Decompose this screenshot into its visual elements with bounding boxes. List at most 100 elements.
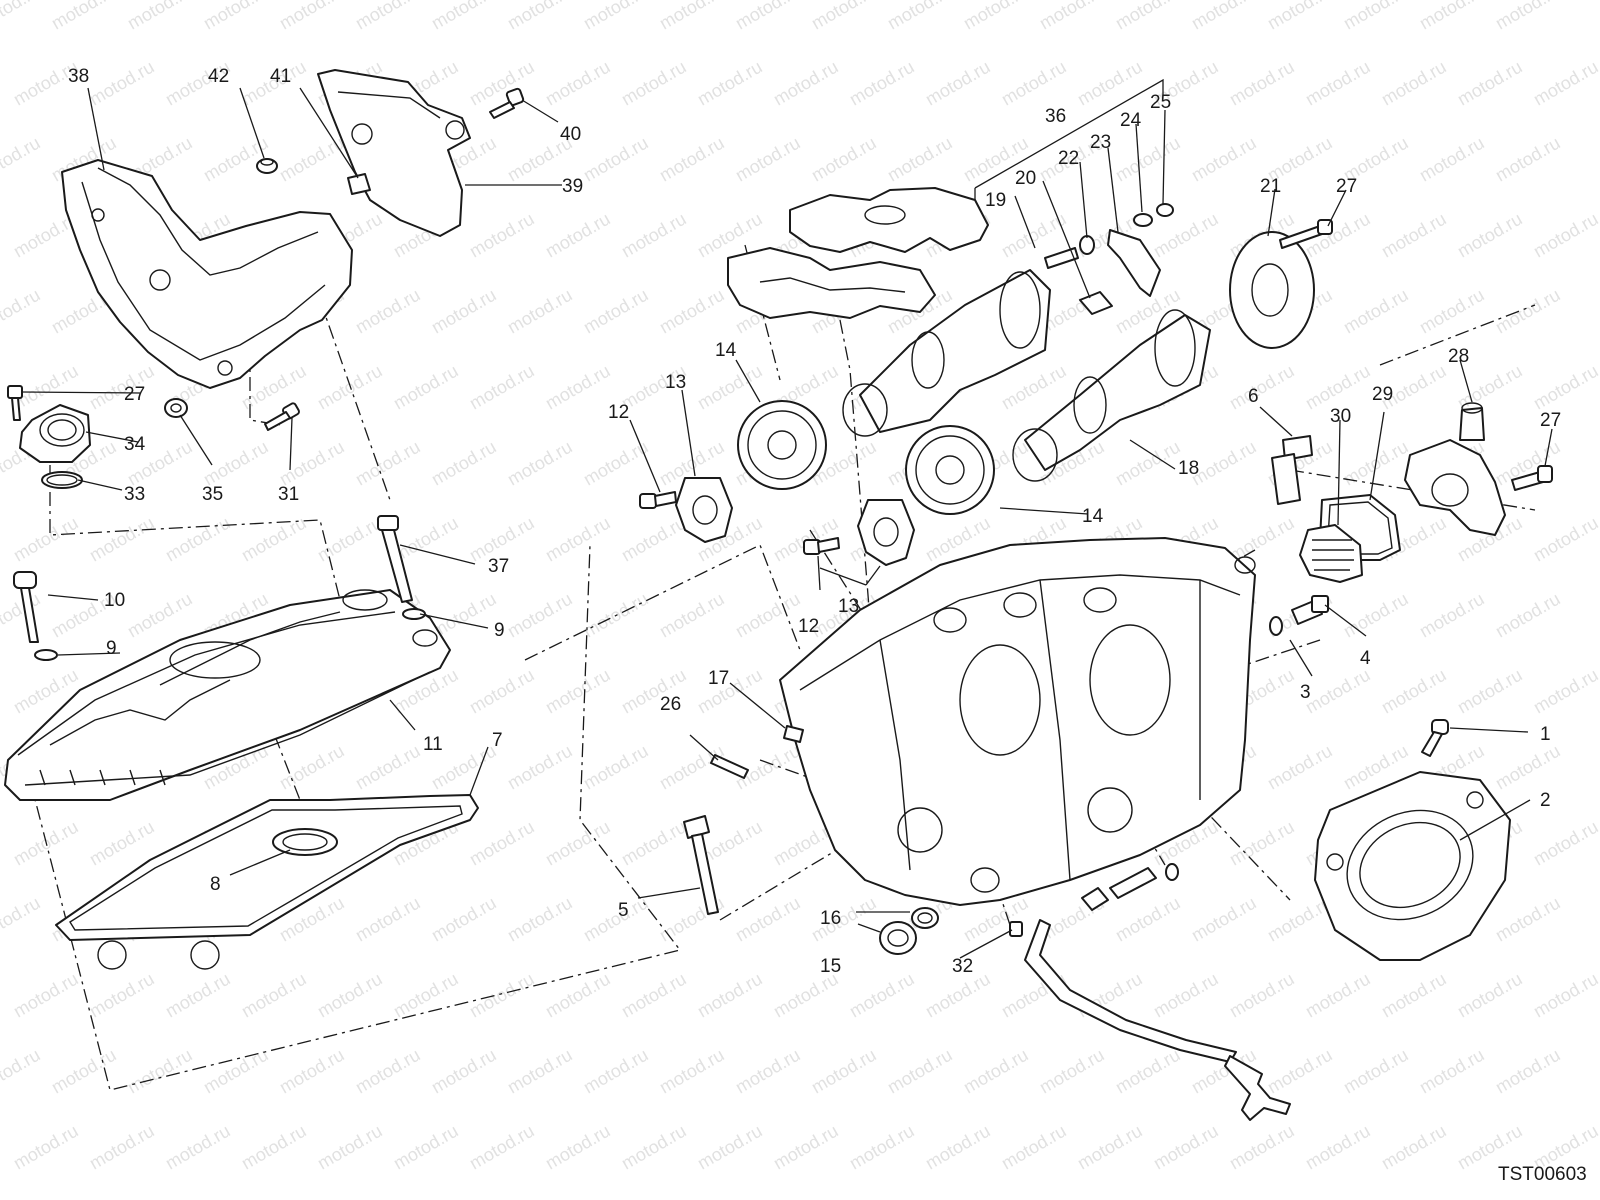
callout-5: 5 bbox=[618, 900, 629, 921]
camshaft-upper bbox=[842, 269, 1051, 437]
watermark-text: motod.ru bbox=[0, 1045, 44, 1098]
watermark-text: motod.ru bbox=[1188, 0, 1260, 33]
watermark-text: motod.ru bbox=[1226, 361, 1298, 414]
callout-34: 34 bbox=[124, 434, 146, 455]
watermark-text: motod.ru bbox=[656, 133, 728, 186]
watermark-text: motod.ru bbox=[618, 1121, 690, 1174]
watermark-text: motod.ru bbox=[1112, 0, 1184, 33]
watermark-text: motod.ru bbox=[48, 0, 120, 33]
watermark-text: motod.ru bbox=[1340, 0, 1412, 33]
gasket-7 bbox=[55, 794, 479, 970]
watermark-text: motod.ru bbox=[808, 133, 880, 186]
watermark-text: motod.ru bbox=[542, 1121, 614, 1174]
watermark-text: motod.ru bbox=[352, 437, 424, 490]
bolt-5 bbox=[683, 815, 719, 915]
watermark-text: motod.ru bbox=[694, 57, 766, 110]
watermark-text: motod.ru bbox=[162, 969, 234, 1022]
callout-22: 22 bbox=[1058, 148, 1079, 169]
washer-9-right bbox=[402, 608, 426, 620]
watermark-text: motod.ru bbox=[1112, 893, 1184, 946]
callout-13-upper: 13 bbox=[665, 372, 686, 393]
screw-1 bbox=[1421, 719, 1449, 757]
screw-31 bbox=[264, 402, 300, 431]
screw-40 bbox=[489, 87, 525, 119]
dowel-17 bbox=[783, 725, 804, 743]
belt-cover-39 bbox=[317, 69, 471, 237]
watermark-text: motod.ru bbox=[504, 741, 576, 794]
watermark-text: motod.ru bbox=[1264, 741, 1336, 794]
watermark-text: motod.ru bbox=[1264, 1045, 1336, 1098]
watermark-text: motod.ru bbox=[124, 589, 196, 642]
watermark-text: motod.ru bbox=[428, 893, 500, 946]
watermark-text: motod.ru bbox=[580, 1045, 652, 1098]
watermark-text: motod.ru bbox=[656, 893, 728, 946]
gasket-13-left bbox=[675, 477, 733, 543]
watermark-text: motod.ru bbox=[238, 969, 310, 1022]
watermark-text: motod.ru bbox=[1378, 665, 1450, 718]
callout-12-lower: 12 bbox=[798, 616, 819, 637]
watermark-text: motod.ru bbox=[1416, 133, 1488, 186]
watermark-text: motod.ru bbox=[86, 969, 158, 1022]
watermark-text: motod.ru bbox=[1530, 665, 1600, 718]
watermark-text: motod.ru bbox=[428, 0, 500, 33]
screw-27-right bbox=[1511, 465, 1553, 491]
watermark-text: motod.ru bbox=[732, 1045, 804, 1098]
watermark-text: motod.ru bbox=[1530, 57, 1600, 110]
watermark-text: motod.ru bbox=[390, 361, 462, 414]
stud-26 bbox=[710, 754, 749, 779]
watermark-text: motod.ru bbox=[656, 1045, 728, 1098]
watermark-text: motod.ru bbox=[504, 285, 576, 338]
watermark-text: motod.ru bbox=[1112, 133, 1184, 186]
watermark-text: motod.ru bbox=[352, 0, 424, 33]
watermark-text: motod.ru bbox=[1492, 1045, 1564, 1098]
watermark-text: motod.ru bbox=[542, 57, 614, 110]
watermark-text: motod.ru bbox=[1454, 209, 1526, 262]
callout-27-left: 27 bbox=[124, 384, 145, 405]
watermark-text: motod.ru bbox=[732, 133, 804, 186]
callout-19: 19 bbox=[985, 190, 1006, 211]
watermark-text: motod.ru bbox=[1302, 57, 1374, 110]
watermark-text: motod.ru bbox=[10, 1121, 82, 1174]
watermark-text: motod.ru bbox=[200, 133, 272, 186]
washer-35 bbox=[164, 398, 188, 418]
watermark-text: motod.ru bbox=[1112, 1045, 1184, 1098]
watermark-text: motod.ru bbox=[1302, 665, 1374, 718]
watermark-text: motod.ru bbox=[1530, 209, 1600, 262]
callout-33: 33 bbox=[124, 484, 145, 505]
watermark-text: motod.ru bbox=[466, 969, 538, 1022]
watermark-text: motod.ru bbox=[352, 1045, 424, 1098]
watermark-text: motod.ru bbox=[580, 0, 652, 33]
watermark-text: motod.ru bbox=[10, 969, 82, 1022]
bolt-10 bbox=[13, 571, 39, 643]
watermark-text: motod.ru bbox=[504, 893, 576, 946]
watermark-text: motod.ru bbox=[846, 57, 918, 110]
watermark-text: motod.ru bbox=[1492, 893, 1564, 946]
watermark-text: motod.ru bbox=[580, 133, 652, 186]
callout-14-lower: 14 bbox=[1082, 506, 1104, 527]
plug-15 bbox=[879, 921, 917, 955]
watermark-text: motod.ru bbox=[1302, 1121, 1374, 1174]
clip-41 bbox=[347, 173, 371, 195]
watermark-text: motod.ru bbox=[618, 209, 690, 262]
tensioner-22-25 bbox=[1079, 203, 1174, 297]
callout-32: 32 bbox=[952, 956, 973, 977]
callout-29: 29 bbox=[1372, 384, 1393, 405]
watermark-text: motod.ru bbox=[86, 513, 158, 566]
valve-cover-11 bbox=[4, 589, 451, 801]
watermark-text: motod.ru bbox=[10, 513, 82, 566]
watermark-text: motod.ru bbox=[162, 513, 234, 566]
watermark-text: motod.ru bbox=[86, 57, 158, 110]
watermark-text: motod.ru bbox=[1036, 1045, 1108, 1098]
watermark-text: motod.ru bbox=[1112, 437, 1184, 490]
callout-6: 6 bbox=[1248, 386, 1259, 407]
watermark-text: motod.ru bbox=[1340, 589, 1412, 642]
callout-13-lower: 13 bbox=[838, 596, 859, 617]
sensor-19-20 bbox=[1044, 247, 1113, 315]
watermark-text: motod.ru bbox=[352, 741, 424, 794]
watermark-text: motod.ru bbox=[1226, 1121, 1298, 1174]
watermark-text: motod.ru bbox=[656, 0, 728, 33]
watermark-text: motod.ru bbox=[694, 969, 766, 1022]
cylinder-head bbox=[779, 537, 1256, 906]
timing-cover-38 bbox=[61, 159, 353, 389]
watermark-text: motod.ru bbox=[770, 1121, 842, 1174]
